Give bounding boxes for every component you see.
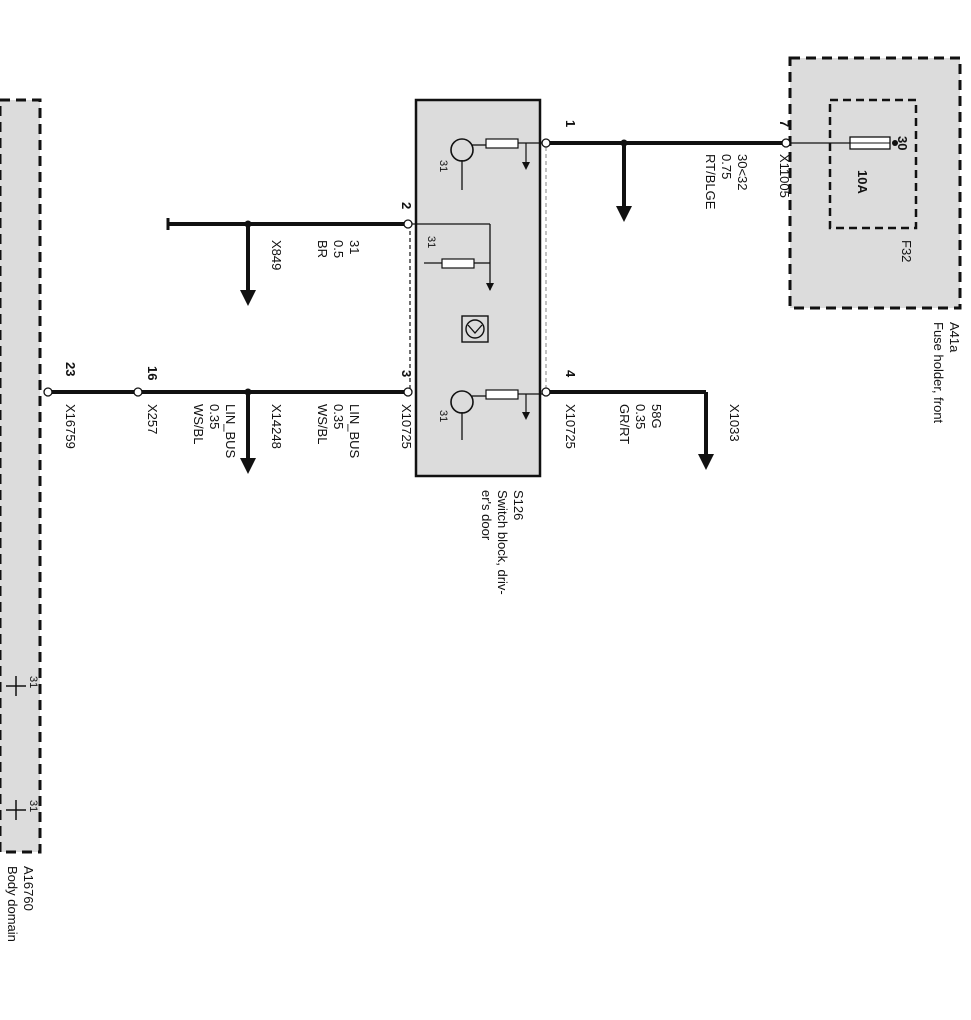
wire-supply-color: RT/BLGE [703,154,718,210]
control-unit-icon [461,315,489,343]
body-module: 31 31 A16760 Body domain [0,98,42,942]
body-ground-symbol-1: 31 [6,676,39,696]
body-ground-label-2: 31 [27,800,39,812]
wire-ground-pin: 2 [399,202,414,209]
body-module-box [0,98,42,854]
transistor-icon-1: 31 [437,138,545,190]
body-module-id: A16760 [21,866,36,911]
fuse-holder-box [788,56,962,310]
wire-lin: 3 X10725 LIN_BUS 0.35 WS/BL X14248 LIN_B… [43,362,414,474]
switch-ground-label-3: 31 [437,410,449,422]
wire-lin-pin-sw: 3 [399,370,414,377]
wire-ground-signal: 31 [347,240,362,254]
wire-lin-connector-body: X16759 [63,404,78,449]
wire-lin-connector-sw: X10725 [399,404,414,449]
switch-block: 31 31 31 S126 [409,98,547,595]
wire-supply-pin-sw: 1 [563,120,578,127]
wire-lin-splice: X14248 [269,404,284,449]
wire-illum-connector-end: X1033 [727,404,742,442]
switch-block-name-2: er's door [479,490,494,541]
wire-lin-color-a: WS/BL [315,404,330,444]
fuse-holder-name: Fuse holder, front [931,322,946,424]
wire-illum-size: 0.35 [633,404,648,429]
body-ground-label-1: 31 [27,676,39,688]
wire-ground-size: 0.5 [331,240,346,258]
switch-ground-label-1: 31 [437,160,449,172]
fuse-inner-box [828,98,918,230]
wire-supply-signal: 30<32 [735,154,750,191]
resistor-icon: 31 [412,223,494,291]
wire-supply-connector: X11005 [777,154,792,198]
wire-lin-color-b: WS/BL [191,404,206,444]
wire-lin-connector-mid: X257 [145,404,160,434]
switch-block-box [414,98,542,478]
switch-block-name-1: Switch block, driv- [495,490,510,595]
wire-supply-size: 0.75 [719,154,734,179]
wire-lin-pin-mid: 16 [145,366,160,380]
fuse-holder: 30 10A F32 A41a Fuse holder, front [788,56,962,424]
wire-supply: 1 7 X11005 30<32 0.75 RT/BLGE [541,120,792,222]
wire-ground: 2 31 0.5 BR X849 [166,202,414,306]
transistor-icon-2: 31 [437,389,545,440]
wire-illum-signal: 58G [649,404,664,429]
wire-lin-signal-a: LIN_BUS [347,404,362,459]
fuse-holder-id: A41a [947,322,962,353]
body-module-name: Body domain [5,866,20,942]
wire-lin-size-a: 0.35 [331,404,346,429]
body-ground-symbol-2: 31 [6,800,39,820]
fuse-icon [790,136,898,150]
wire-ground-color: BR [315,240,330,258]
wire-supply-pin-fuse: 7 [777,120,792,127]
fuse-rating: 10A [855,170,870,194]
wire-lin-pin-body: 23 [63,362,78,376]
fuse-id: F32 [899,240,914,262]
wire-lin-signal-b: LIN_BUS [223,404,238,459]
wire-lin-size-b: 0.35 [207,404,222,429]
switch-ground-label-2: 31 [425,236,437,248]
wire-illum-connector-sw: X10725 [563,404,578,449]
wire-illum-color: GR/RT [617,404,632,444]
wire-illum-pin: 4 [563,370,578,378]
wire-ground-connector: X849 [269,240,284,270]
switch-block-id: S126 [511,490,526,520]
fuse-pin: 30 [895,136,910,150]
wire-illum: 4 X10725 58G 0.35 GR/RT X1033 [541,370,742,470]
